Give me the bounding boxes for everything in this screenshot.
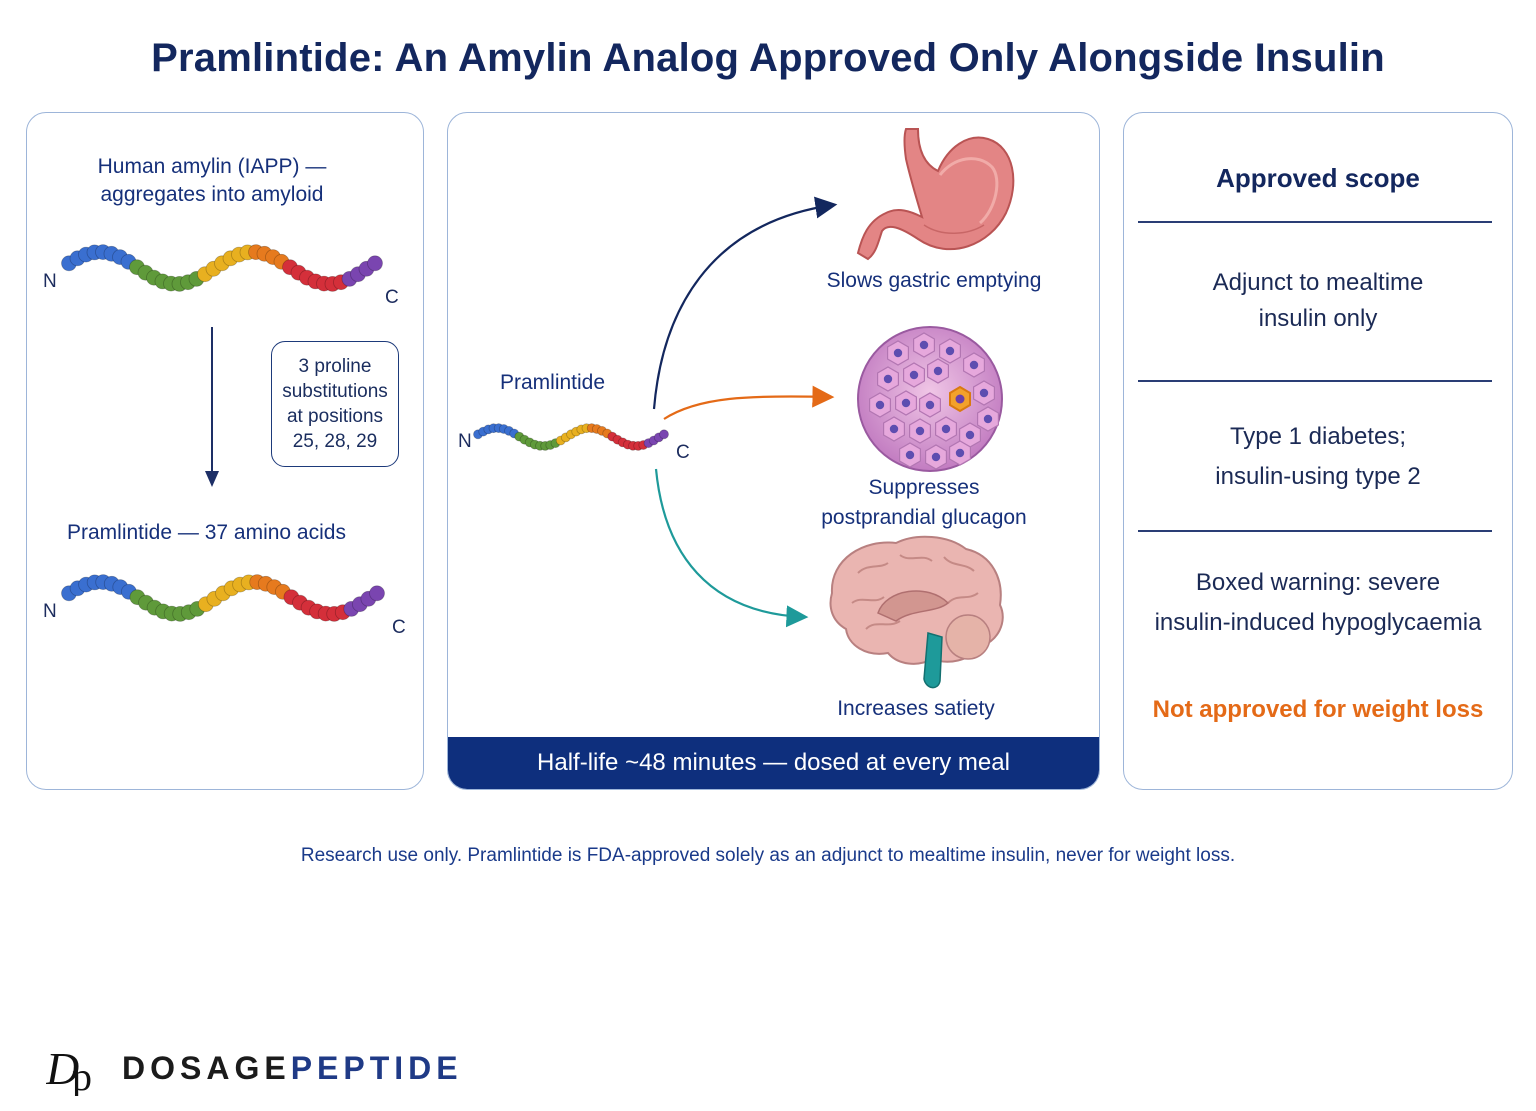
cell-nucleus — [889, 424, 899, 434]
cell-nucleus — [931, 452, 941, 462]
pramlintide-chain-icon — [61, 574, 385, 622]
scope-item-warning: Boxed warning: severe insulin-induced hy… — [1154, 569, 1482, 636]
mid-pramlintide-chain-icon — [473, 423, 669, 451]
effect-satiety: Increases satiety — [837, 697, 995, 720]
cell-nucleus — [969, 360, 979, 370]
arrow-to-stomach — [652, 196, 838, 410]
cell-nucleus — [883, 374, 893, 384]
scope-item-adjunct: Adjunct to mealtime insulin only — [1212, 269, 1424, 332]
cell-nucleus — [893, 348, 903, 358]
footnote: Research use only. Pramlintide is FDA-ap… — [300, 845, 1236, 866]
stomach-icon — [856, 128, 1015, 261]
svg-text:D: D — [46, 1043, 79, 1094]
cell-nucleus — [905, 450, 915, 460]
cell-nucleus — [979, 388, 989, 398]
amino-acid-bead — [369, 585, 385, 602]
amino-acid-bead — [367, 255, 383, 272]
cell-nucleus — [901, 398, 911, 408]
cell-nucleus — [875, 400, 885, 410]
cell-nucleus — [925, 400, 935, 410]
amylin-label: Human amylin (IAPP) — aggregates into am… — [97, 155, 327, 206]
logo-word-dosage: DOSAGE — [122, 1049, 291, 1086]
half-life-banner: Half-life ~48 minutes — dosed at every m… — [448, 737, 1099, 789]
amylin-n-terminus: N — [43, 271, 57, 292]
cell-nucleus — [955, 448, 965, 458]
cell-nucleus — [941, 424, 951, 434]
cell-nucleus — [965, 430, 975, 440]
amino-acid-bead — [659, 429, 669, 440]
cell-nucleus — [919, 340, 929, 350]
pram-c-terminus: C — [392, 617, 406, 638]
pramlintide-label: Pramlintide — 37 amino acids — [67, 521, 346, 544]
scope-heading: Approved scope — [1216, 163, 1420, 193]
mid-c-terminus: C — [676, 442, 690, 463]
half-life-text: Half-life ~48 minutes — dosed at every m… — [537, 749, 1010, 776]
divider-2 — [1138, 380, 1492, 382]
divider-1 — [1138, 221, 1492, 223]
scope-item-not-weight-loss: Not approved for weight loss — [1152, 696, 1484, 723]
logo-word-peptide: PEPTIDE — [290, 1049, 463, 1086]
arrow-to-brain — [654, 468, 809, 628]
amylin-c-terminus: C — [385, 287, 399, 308]
proline-callout-text: 3 proline substitutions at positions 25,… — [282, 356, 388, 452]
effect-gastric: Slows gastric emptying — [826, 269, 1042, 292]
mid-drug-label: Pramlintide — [500, 371, 606, 394]
mechanism-diagram: N C — [458, 128, 1015, 689]
cell-nucleus — [915, 426, 925, 436]
pram-n-terminus: N — [43, 601, 57, 622]
brand-logo: D p DOSAGEPEPTIDE — [46, 1040, 463, 1096]
scope-item-indication: Type 1 diabetes; insulin-using type 2 — [1215, 423, 1421, 490]
amylin-chain-icon — [61, 244, 383, 292]
approved-scope-panel: Approved scope Adjunct to mealtime insul… — [1123, 112, 1513, 790]
divider-3 — [1138, 530, 1492, 532]
structure-panel: Human amylin (IAPP) — aggregates into am… — [26, 112, 424, 790]
peptide-chains: N C N C — [43, 244, 406, 638]
svg-text:p: p — [72, 1054, 92, 1096]
pancreatic-islet-icon — [857, 326, 1003, 472]
arrow-to-pancreas — [663, 385, 835, 420]
down-arrow-icon — [205, 471, 219, 487]
proline-callout: 3 proline substitutions at positions 25,… — [271, 341, 399, 467]
brain-icon — [829, 535, 1004, 689]
cell-nucleus — [909, 370, 919, 380]
logo-wordmark: DOSAGEPEPTIDE — [122, 1050, 463, 1087]
logo-mark-icon: D p — [46, 1043, 92, 1096]
cell-nucleus — [933, 366, 943, 376]
effect-glucagon: Suppresses postprandial glucagon — [821, 476, 1027, 529]
cell-nucleus — [945, 346, 955, 356]
mid-n-terminus: N — [458, 431, 472, 452]
page-title: Pramlintide: An Amylin Analog Approved O… — [151, 36, 1385, 80]
mechanism-panel: N C Pramlintide Slows gastric emptying S… — [447, 112, 1100, 790]
cell-nucleus — [983, 414, 993, 424]
